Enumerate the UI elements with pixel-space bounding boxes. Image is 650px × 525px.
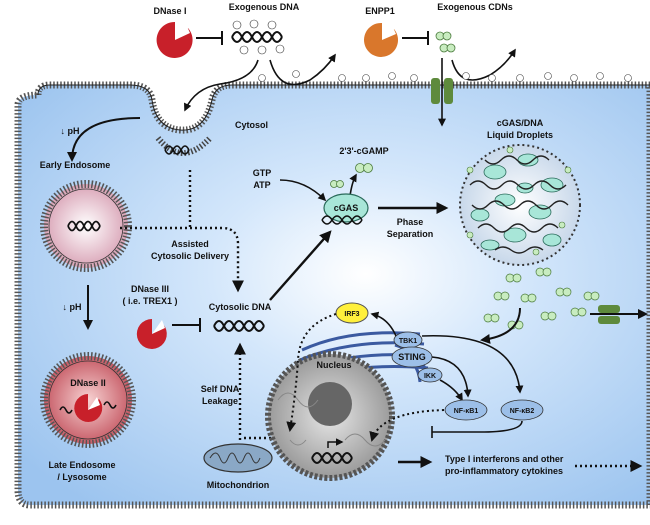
early-endosome-label: Early Endosome — [40, 160, 111, 170]
cytosolic-dna-icon — [213, 320, 265, 332]
ikk-protein — [417, 367, 443, 383]
arrow-dna-internalize — [184, 59, 259, 112]
arrow-sting-to-nfkb1 — [431, 356, 472, 398]
nfkb2-protein — [500, 399, 544, 421]
ikk-label: IKK — [424, 373, 436, 380]
dnase3-label: DNase III — [131, 284, 169, 294]
dnase2-label: DNase II — [70, 378, 106, 388]
dnase1-icon — [156, 21, 193, 58]
arrow-irf3-to-nucleus — [286, 313, 337, 432]
ph-label-1: ↓ pH — [61, 126, 80, 136]
endocytic-pit — [155, 135, 213, 156]
exogenous-dna-icon — [231, 19, 285, 55]
exogenous-dna-label: Exogenous DNA — [229, 2, 300, 12]
mitochondrion-label: Mitochondrion — [207, 480, 270, 490]
dnase3-inhibition — [172, 318, 201, 332]
cytosolic-dna-label: Cytosolic DNA — [209, 302, 272, 312]
phase-label-1: Phase — [397, 217, 424, 227]
surface-charges — [258, 70, 632, 82]
nucleus — [265, 351, 395, 481]
cgamp-cloud — [483, 267, 600, 330]
dna-icon — [164, 145, 190, 155]
exogenous-cdns-label: Exogenous CDNs — [437, 2, 513, 12]
tbk1-label: TBK1 — [399, 338, 417, 345]
liquid-droplet — [459, 144, 581, 266]
cytosol-label: Cytosol — [235, 120, 268, 130]
atp-label: ATP — [253, 180, 270, 190]
arrow-dna-external — [269, 53, 336, 86]
ph-label-2: ↓ pH — [63, 302, 82, 312]
enpp1-label: ENPP1 — [365, 6, 395, 16]
gene-dna-icon — [311, 438, 353, 464]
arrow-cgamp-to-sting — [480, 307, 521, 344]
arrow-tbk1-to-nfkb2 — [421, 334, 524, 394]
cgamp-icon — [330, 163, 373, 188]
gtp-label: GTP — [253, 168, 272, 178]
late-endosome — [40, 352, 136, 448]
cytokines-label-1: Type I interferons and other — [445, 454, 564, 464]
irf3-label: IRF3 — [344, 311, 359, 318]
arrow-nfkb1-to-nucleus — [369, 409, 445, 442]
cgas-label: cGAS — [334, 203, 359, 213]
early-endosome — [40, 180, 132, 272]
nfkb2-label: NF-κB2 — [510, 408, 535, 415]
phase-label-2: Separation — [387, 229, 434, 239]
self-dna-label-2: Leakage — [202, 396, 238, 406]
arrow-to-early-endosome — [67, 117, 141, 162]
dnase2-icon — [74, 394, 103, 422]
dnase1-inhibition — [196, 31, 223, 45]
nfkb2-inhibition — [431, 420, 523, 438]
arrow-ikk-to-nfkb1 — [439, 379, 463, 402]
droplets-label-1: cGAS/DNA — [497, 118, 544, 128]
arrow-ntp-to-cgas — [279, 179, 327, 202]
nucleus-label: Nucleus — [316, 360, 351, 370]
cdn-exporter-right — [598, 305, 620, 324]
nfkb1-protein — [444, 399, 488, 421]
droplets-label-2: Liquid Droplets — [487, 130, 553, 140]
arrow-tbk1-to-irf3 — [370, 311, 397, 337]
arrow-cdn-external — [451, 48, 516, 81]
cdn-icon — [435, 31, 456, 53]
cgas-protein — [321, 193, 369, 225]
cytokines-label-2: pro-inflammatory cytokines — [445, 466, 563, 476]
enpp1-inhibition — [402, 31, 429, 45]
late-endosome-label-1: Late Endosome — [48, 460, 115, 470]
enpp1-icon — [364, 22, 399, 57]
dnase1-label: DNase I — [153, 6, 186, 16]
assisted-label-1: Assisted — [171, 239, 209, 249]
cgamp-label: 2'3'-cGAMP — [339, 146, 388, 156]
dnase3-icon — [136, 318, 167, 349]
arrow-dna-to-cgas — [269, 230, 332, 301]
nfkb1-label: NF-κB1 — [454, 408, 479, 415]
self-dna-label-1: Self DNA — [201, 384, 240, 394]
irf3-protein — [335, 302, 369, 324]
mitochondrion — [203, 443, 273, 473]
cdn-transporter-top — [431, 78, 453, 104]
trex1-label: ( i.e. TREX1 ) — [122, 296, 177, 306]
assisted-label-2: Cytosolic Delivery — [151, 251, 229, 261]
sting-label: STING — [398, 352, 426, 362]
late-endosome-label-2: / Lysosome — [57, 472, 106, 482]
